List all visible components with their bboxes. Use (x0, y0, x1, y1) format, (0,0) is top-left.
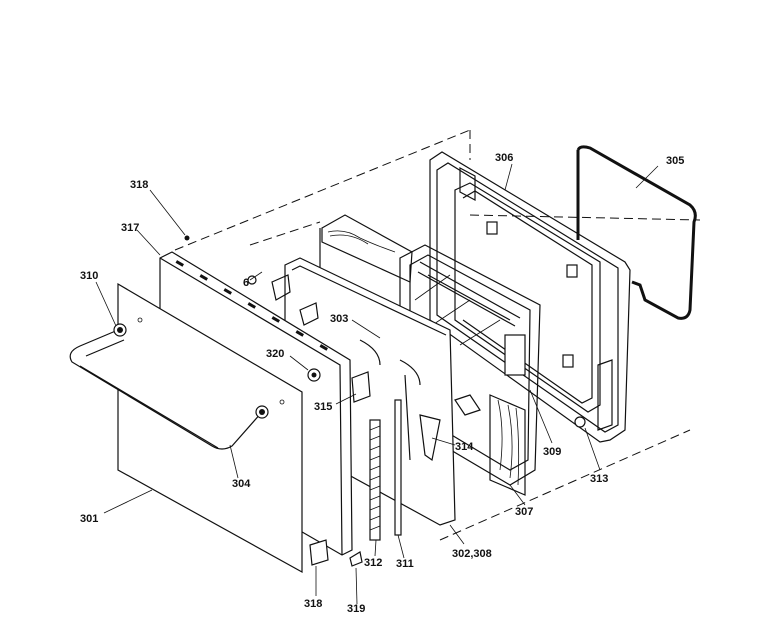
label-301: 301 (80, 513, 98, 525)
label-307: 307 (515, 506, 533, 518)
handle-mount-right-core (259, 409, 265, 415)
glass-panel-mount (454, 394, 481, 416)
liner-lip (436, 162, 619, 433)
label-6: 6 (243, 277, 249, 289)
insulation-side (489, 394, 526, 496)
alignment-line-right (469, 214, 701, 221)
leader-317 (136, 229, 161, 256)
hinge-rod-311 (394, 399, 402, 536)
leader-301 (103, 489, 153, 514)
leader-306 (504, 163, 513, 191)
leader-305 (635, 165, 659, 189)
screw-318-top (184, 235, 190, 241)
label-310: 310 (80, 270, 98, 282)
leader-312 (374, 539, 377, 557)
leader-311 (397, 534, 405, 559)
label-315: 315 (314, 401, 332, 413)
label-313: 313 (590, 473, 608, 485)
glass-panel-wire (359, 339, 421, 461)
leader-304 (229, 444, 239, 479)
leader-320 (289, 355, 309, 371)
door-gasket-305 (576, 145, 697, 320)
label-318: 318 (130, 179, 148, 191)
leader-314 (431, 437, 456, 446)
inner-panel-front-edge (159, 257, 343, 556)
label-309: 309 (543, 446, 561, 458)
label-312: 312 (364, 557, 382, 569)
spring-coils (369, 425, 381, 531)
label-303: 303 (330, 313, 348, 325)
inner-panel-vents (175, 260, 328, 351)
label-320: 320 (266, 348, 284, 360)
alignment-line-bottom (439, 429, 691, 541)
alignment-line-top (174, 129, 471, 251)
leader-310 (95, 281, 117, 327)
label-314: 314 (455, 441, 474, 453)
liner-outer (429, 151, 631, 443)
label-306: 306 (495, 152, 513, 164)
door-handle-304 (69, 323, 269, 450)
liner-clip-1 (486, 221, 498, 235)
glass-reflection-3 (459, 319, 501, 346)
gasket-outline (576, 145, 697, 320)
glass-reflection-1 (414, 274, 451, 301)
liner-clip-2 (566, 264, 578, 278)
glass-panel-clip-a (271, 274, 291, 301)
glass-panel-bracket (419, 414, 441, 462)
liner-inner-rim (462, 190, 593, 404)
leader-6 (249, 271, 263, 281)
leader-313 (584, 427, 601, 471)
bracket-318-bottom (309, 539, 329, 566)
screw-313 (574, 416, 586, 428)
label-302-308: 302,308 (452, 548, 492, 560)
part-labels: 305 306 318 317 310 6 303 320 315 314 30… (80, 152, 684, 615)
handle-bar (69, 329, 263, 450)
label-305: 305 (666, 155, 684, 167)
leader-303 (351, 319, 381, 339)
glass-panel-top-edge (291, 265, 447, 336)
door-screw-hole (279, 399, 285, 405)
handle-mount-left-core (117, 327, 123, 333)
insulation-top (321, 214, 413, 283)
label-317: 317 (121, 222, 139, 234)
leader-307 (509, 484, 526, 506)
glass-panel-clip-b (299, 302, 319, 326)
leader-302308 (449, 524, 465, 545)
window-pack-latch (504, 334, 526, 376)
screw-6 (247, 275, 257, 285)
leader-319 (355, 567, 358, 605)
label-304: 304 (232, 478, 251, 490)
liner-inner-window (454, 182, 601, 413)
nut-320-core (311, 372, 317, 378)
hardware (184, 235, 586, 567)
label-318-bottom: 318 (304, 598, 322, 610)
leader-315 (335, 393, 357, 405)
bracket-315 (351, 371, 371, 403)
window-pack-trim (417, 261, 521, 327)
label-319: 319 (347, 603, 365, 612)
leader-318-top (149, 189, 186, 236)
insulation-top-fibers (327, 230, 396, 253)
liner-hinge-block (597, 359, 613, 431)
door-screw-hole (137, 317, 143, 323)
handle-bar-edge (79, 339, 219, 449)
clip-319 (349, 551, 363, 567)
leader-lines (95, 163, 659, 605)
alignment-lines (174, 129, 701, 541)
liner-corner-block (459, 167, 476, 201)
insulation-side-fibers (497, 399, 520, 486)
inner-liner-306 (429, 151, 631, 443)
leader-309 (529, 389, 553, 444)
liner-clip-3 (562, 354, 574, 368)
alignment-line-mid (249, 221, 321, 246)
label-311: 311 (396, 558, 414, 570)
